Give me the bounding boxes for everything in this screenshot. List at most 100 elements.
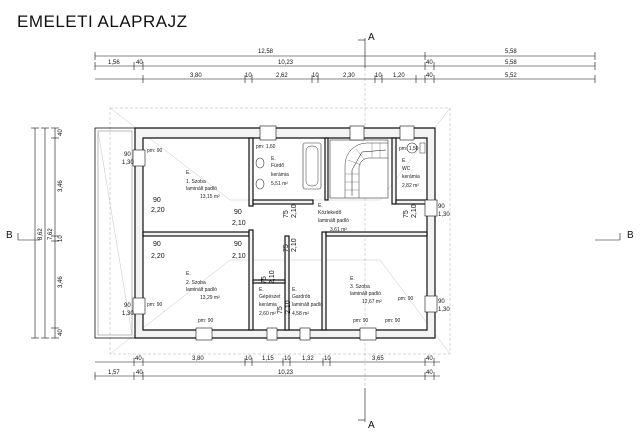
windows xyxy=(132,125,438,341)
dim-b1-2: 10 xyxy=(245,356,252,362)
svg-text:2,82 m²: 2,82 m² xyxy=(402,183,419,189)
svg-text:E.: E. xyxy=(350,276,355,282)
svg-text:2,10: 2,10 xyxy=(232,220,246,227)
top-dimension-chains: 12,58 5,58 1,56 40 10,23 40 5,58 3,80 10… xyxy=(94,49,596,83)
dim-b1-7: 3,65 xyxy=(372,356,384,362)
dim-l-5: 7,62 xyxy=(48,228,54,240)
dim-b2-1: 40 xyxy=(136,370,143,376)
window-labels: 90 1,30 90 1,30 90 1,30 90 1,30 xyxy=(122,152,450,317)
dim-b1-5: 1,32 xyxy=(302,356,314,362)
svg-text:13,15 m²: 13,15 m² xyxy=(200,194,220,200)
dim-b2-2: 10,23 xyxy=(278,370,294,376)
svg-text:E.: E. xyxy=(402,158,407,164)
dim-l-1: 3,46 xyxy=(58,180,64,192)
room-1-szoba: E. 1. Szoba laminált padló 13,15 m² xyxy=(186,170,220,200)
svg-text:E.: E. xyxy=(292,287,297,293)
svg-text:Közlekedő: Közlekedő xyxy=(318,210,342,216)
svg-text:pm: 90: pm: 90 xyxy=(147,302,163,308)
svg-text:E.: E. xyxy=(318,203,323,209)
svg-text:WC: WC xyxy=(402,166,411,172)
dim-t3-3: 10 xyxy=(312,73,319,79)
room-furdo: E. Fürdő kerámia 5,51 m² xyxy=(271,156,289,187)
svg-text:90: 90 xyxy=(438,299,445,305)
dim-t2-2: 10,23 xyxy=(278,60,294,66)
svg-text:pm: 90: pm: 90 xyxy=(147,148,163,154)
svg-text:2,20: 2,20 xyxy=(151,207,165,214)
svg-text:75: 75 xyxy=(283,210,290,218)
svg-text:2,60 m²: 2,60 m² xyxy=(259,311,276,317)
svg-text:E.: E. xyxy=(186,170,191,176)
svg-text:3,61 m²: 3,61 m² xyxy=(330,227,347,233)
svg-text:kerámia: kerámia xyxy=(259,302,277,308)
room-wc: E. WC kerámia 2,82 m² xyxy=(402,158,420,189)
section-b-left-label: B xyxy=(6,230,13,241)
svg-text:75: 75 xyxy=(261,276,268,284)
dim-b1-3: 1,15 xyxy=(262,356,274,362)
door-labels: 90 2,20 90 2,10 90 2,10 90 2,20 75 2,10 … xyxy=(151,197,418,314)
svg-text:E.: E. xyxy=(259,287,264,293)
dim-l-0: 40 xyxy=(58,129,64,136)
svg-text:3. Szoba: 3. Szoba xyxy=(350,284,370,290)
svg-text:2. Szoba: 2. Szoba xyxy=(186,280,206,286)
dim-b1-8: 40 xyxy=(426,356,433,362)
section-b-right-label: B xyxy=(627,230,634,241)
svg-text:2,10: 2,10 xyxy=(291,238,298,252)
svg-text:E.: E. xyxy=(186,271,191,277)
dim-l-6: 8,62 xyxy=(38,228,44,240)
dim-t3-0: 3,80 xyxy=(190,73,202,79)
dim-b1-6: 10 xyxy=(324,356,331,362)
svg-text:1,30: 1,30 xyxy=(438,212,450,218)
dim-b2-0: 1,57 xyxy=(108,370,120,376)
svg-text:Gépészet: Gépészet xyxy=(259,294,281,300)
dim-t3-5: 10 xyxy=(375,73,382,79)
section-a-bottom-label: A xyxy=(368,420,375,431)
dim-t3-7: 40 xyxy=(426,73,433,79)
svg-text:Fürdő: Fürdő xyxy=(271,163,284,169)
svg-text:2,10: 2,10 xyxy=(285,300,292,314)
svg-text:pm: 90: pm: 90 xyxy=(198,318,214,324)
dim-t2-1: 40 xyxy=(136,60,143,66)
svg-text:pm: 90: pm: 90 xyxy=(398,296,414,302)
svg-text:1. Szoba: 1. Szoba xyxy=(186,179,206,185)
svg-text:75: 75 xyxy=(283,244,290,252)
dim-t2-3: 40 xyxy=(426,60,433,66)
svg-text:kerámia: kerámia xyxy=(271,172,289,178)
svg-text:4,58 m²: 4,58 m² xyxy=(292,311,309,317)
svg-text:90: 90 xyxy=(153,241,161,248)
section-b-marker: B B xyxy=(6,230,634,241)
dim-b2-3: 40 xyxy=(426,370,433,376)
dim-b1-1: 3,80 xyxy=(192,356,204,362)
dim-t3-6: 1,20 xyxy=(393,73,405,79)
svg-text:75: 75 xyxy=(403,210,410,218)
room-gepeszet: E. Gépészet kerámia 2,60 m² xyxy=(259,287,281,317)
bathtub xyxy=(302,142,322,190)
dim-b1-0: 40 xyxy=(135,356,142,362)
interior-walls xyxy=(142,137,428,331)
dim-l-4: 40 xyxy=(58,329,64,336)
bottom-dimension-chains: 40 3,80 10 1,15 10 1,32 10 3,65 40 1,57 … xyxy=(94,356,440,380)
svg-text:1,30: 1,30 xyxy=(438,307,450,313)
dim-t3-2: 2,62 xyxy=(276,73,288,79)
svg-text:Gardrób: Gardrób xyxy=(292,294,311,300)
room-2-szoba: E. 2. Szoba laminált padló 13,29 m² xyxy=(186,271,220,301)
svg-text:90: 90 xyxy=(153,197,161,204)
svg-text:90: 90 xyxy=(124,152,131,158)
parapet-labels: pm: 90 pm: 90 pm: 1,60 pm: 1,50 pm: 90 p… xyxy=(147,144,419,324)
dim-t2-4: 5,58 xyxy=(505,60,517,66)
dim-b1-4: 10 xyxy=(284,356,291,362)
staircase xyxy=(329,139,389,199)
svg-text:laminált padló: laminált padló xyxy=(350,291,381,297)
svg-text:2,10: 2,10 xyxy=(232,253,246,260)
svg-text:pm: 90: pm: 90 xyxy=(385,318,401,324)
svg-text:pm: 1,60: pm: 1,60 xyxy=(256,144,276,150)
svg-text:90: 90 xyxy=(124,303,131,309)
svg-text:5,51 m²: 5,51 m² xyxy=(271,181,288,187)
svg-text:2,10: 2,10 xyxy=(411,204,418,218)
dim-t2-0: 1,56 xyxy=(108,60,120,66)
roof-overhang-outline xyxy=(109,107,451,355)
dim-top-total: 12,58 xyxy=(258,49,274,55)
dim-l-2: 10 xyxy=(58,235,64,242)
svg-text:2,20: 2,20 xyxy=(151,253,165,260)
svg-text:12,67 m²: 12,67 m² xyxy=(362,299,382,305)
section-a-top-label: A xyxy=(368,32,375,43)
